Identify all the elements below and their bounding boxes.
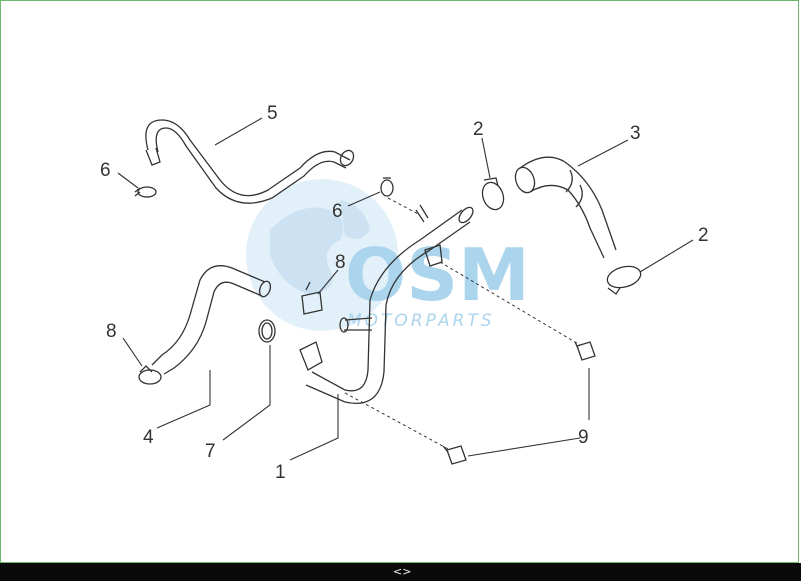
callout-7: 7 <box>205 441 216 462</box>
callout-6-right: 6 <box>332 201 343 222</box>
pager-arrows-icon[interactable]: <> <box>393 565 412 578</box>
watermark-tagline: MOTORPARTS <box>347 311 495 331</box>
leader-lines <box>117 117 694 461</box>
clamp-part-2-bottom <box>606 265 642 295</box>
pipe-part-1 <box>299 204 474 404</box>
clamp-part-6-left <box>134 186 157 198</box>
hose-part-5 <box>145 119 355 204</box>
callout-6-left: 6 <box>100 160 111 181</box>
clamp-part-8-left <box>138 365 162 385</box>
pager-bar: <> <box>0 563 801 581</box>
callout-9: 9 <box>578 427 589 448</box>
watermark: OSM MOTORPARTS <box>246 179 530 331</box>
assembly-lines <box>344 197 581 451</box>
hose-part-4 <box>151 265 272 375</box>
watermark-brand: OSM <box>345 233 530 317</box>
clamp-part-2-top <box>481 177 505 211</box>
diagram-frame <box>0 0 799 563</box>
callouts: 5 6 6 2 3 2 8 8 9 4 7 1 <box>100 103 709 483</box>
callout-8-left: 8 <box>106 321 117 342</box>
clamp-part-6-right <box>380 177 394 197</box>
callout-8-right: 8 <box>335 252 346 273</box>
parts-diagram: OSM MOTORPARTS <box>100 103 709 483</box>
callout-3: 3 <box>630 123 641 144</box>
callout-1: 1 <box>275 462 286 483</box>
hose-part-3 <box>514 156 617 259</box>
callout-2-right: 2 <box>698 225 709 246</box>
callout-2-top: 2 <box>473 119 484 140</box>
callout-4: 4 <box>143 427 154 448</box>
o-ring-part-7 <box>258 319 276 343</box>
callout-5: 5 <box>267 103 278 124</box>
clamp-part-8-right <box>301 281 323 315</box>
bolt-part-9-bottom <box>442 445 467 465</box>
bolt-part-9-top <box>574 341 596 361</box>
